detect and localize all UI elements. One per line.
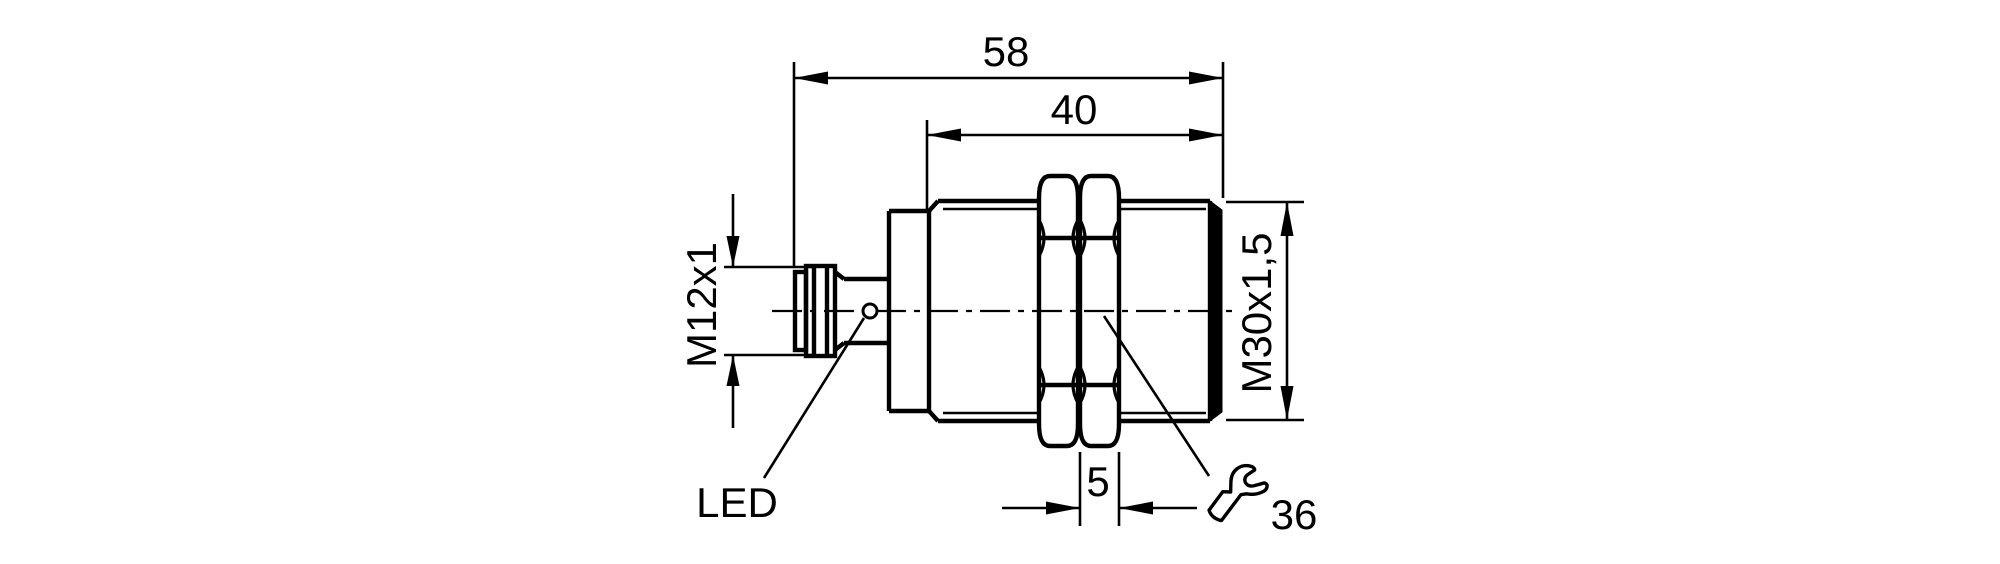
arrowhead-down bbox=[1280, 386, 1294, 420]
wrench-leader-line bbox=[1102, 315, 1211, 477]
arrowhead-right bbox=[1189, 71, 1223, 85]
nut-chamfer-arcs bbox=[1037, 219, 1080, 404]
dim-label-m12x1: M12x1 bbox=[678, 242, 725, 368]
m12-connector bbox=[792, 263, 889, 359]
wrench-icon bbox=[1207, 463, 1269, 523]
arrowhead-right bbox=[1189, 128, 1223, 142]
arrowhead-down bbox=[726, 236, 740, 267]
hex-nut-1 bbox=[1036, 173, 1081, 449]
arrowhead-left bbox=[794, 71, 828, 85]
led-indicator-circle bbox=[861, 302, 879, 320]
dim-connector-thread: M12x1 bbox=[678, 194, 812, 428]
wrench-callout: 36 bbox=[1102, 315, 1318, 538]
hex-nut-2 bbox=[1077, 173, 1122, 449]
dim-nut-thickness: 5 bbox=[1002, 452, 1197, 526]
dim-label-40: 40 bbox=[1051, 86, 1098, 133]
arrowhead-left bbox=[1119, 501, 1153, 515]
nut-outline bbox=[1036, 173, 1081, 449]
dim-thread-length: 40 bbox=[925, 86, 1223, 209]
barrel-back-chamfer-top bbox=[927, 199, 940, 213]
sensor-barrel bbox=[926, 198, 1223, 424]
dim-overall-length: 58 bbox=[792, 28, 1225, 268]
nut-outline bbox=[1077, 173, 1122, 449]
sensing-face-band bbox=[1209, 200, 1223, 422]
nut-chamfer-arcs bbox=[1078, 219, 1121, 404]
dim-label-5: 5 bbox=[1086, 458, 1109, 505]
led-label: LED bbox=[696, 479, 778, 526]
dim-body-thread: M30x1,5 bbox=[1226, 200, 1304, 422]
arrowhead-up bbox=[726, 355, 740, 386]
sensor-rear-housing bbox=[886, 208, 929, 414]
arrowhead-up bbox=[1280, 202, 1294, 236]
led-leader-line bbox=[762, 317, 866, 479]
dim-label-m30x15: M30x1,5 bbox=[1233, 232, 1280, 393]
wrench-size-label: 36 bbox=[1271, 491, 1318, 538]
arrowhead-right bbox=[1046, 501, 1080, 515]
connector-taper-top bbox=[833, 270, 846, 281]
dim-label-58: 58 bbox=[983, 28, 1030, 75]
connector-taper-bottom bbox=[833, 341, 846, 352]
arrowhead-left bbox=[927, 128, 961, 142]
connector-coupling-ring bbox=[803, 263, 838, 359]
barrel-back-chamfer-bottom bbox=[927, 409, 940, 423]
led-callout: LED bbox=[696, 317, 866, 526]
